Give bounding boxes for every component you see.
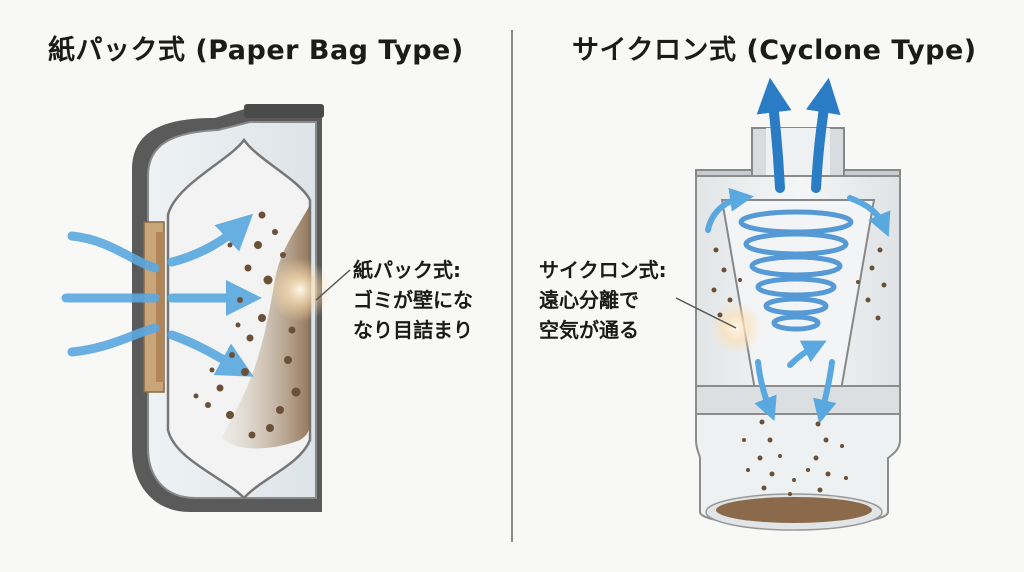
cyclone-callout-line3: 空気が通る — [539, 318, 639, 342]
outflow-arrow-icon — [756, 77, 841, 193]
cyclone-callout-line1: サイクロン式: — [539, 258, 667, 282]
dust-particles-left — [193, 211, 301, 439]
dust-particles-right — [711, 247, 887, 496]
cyclone-callout-line2: 遠心分離で — [539, 288, 639, 312]
paper-bag-diagram — [61, 104, 351, 512]
cyclone-title: サイクロン式 (Cyclone Type) — [572, 35, 977, 66]
paper-bag-title: 紙パック式 (Paper Bag Type) — [48, 35, 464, 66]
paper-bag-callout: 紙パック式: ゴミが壁にな なり目詰まり — [353, 255, 473, 345]
cyclone-diagram — [675, 77, 901, 531]
paper-bag-callout-line2: ゴミが壁にな — [353, 288, 473, 312]
center-divider — [511, 30, 513, 542]
airflow-arrow-icon — [61, 213, 262, 377]
cyclone-spiral-icon — [738, 209, 854, 332]
cyclone-callout: サイクロン式: 遠心分離で 空気が通る — [539, 255, 667, 345]
circulation-arrow-icon — [705, 187, 891, 424]
paper-bag-callout-line1: 紙パック式: — [353, 258, 461, 282]
dust-pile — [716, 497, 872, 523]
paper-bag-callout-line3: なり目詰まり — [353, 318, 473, 342]
